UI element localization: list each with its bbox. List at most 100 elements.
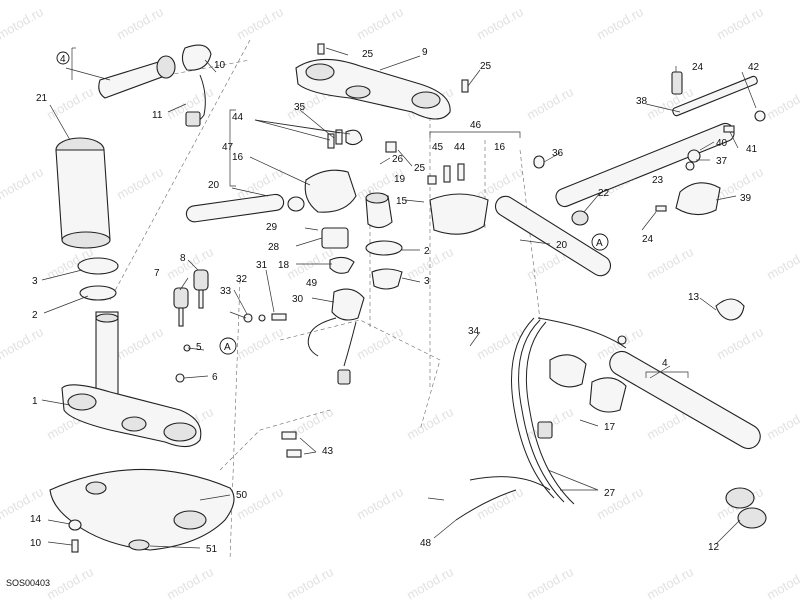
watermark-text: motod.ru [44,84,96,123]
watermark-text: motod.ru [354,324,406,363]
callout-45: 45 [432,142,444,153]
watermark-text: motod.ru [164,564,216,600]
assembly-guides [109,39,541,561]
watermark-text: motod.ru [284,564,336,600]
callout-10: 10 [30,538,42,549]
steering-damper [533,71,766,226]
callout-4-circled: 4 [60,54,66,65]
callout-35: 35 [294,102,306,113]
watermark-text: motod.ru [714,4,766,43]
callout-circle [56,51,70,65]
throttle-assembly [455,317,767,529]
watermark-text: motod.ru [114,324,166,363]
callout-18: 18 [278,260,290,271]
callout-38: 38 [636,96,648,107]
callout-36: 36 [552,148,564,159]
watermark-text: motod.ru [764,564,800,600]
callout-16-right: 16 [494,142,506,153]
watermark-text: motod.ru [354,484,406,523]
callout-27: 27 [604,488,616,499]
ignition-keys [173,269,302,458]
callout-43: 43 [322,446,334,457]
callout-19: 19 [394,174,406,185]
callout-48: 48 [420,538,432,549]
reference-marker-a-right: A [596,238,603,249]
callout-5: 5 [196,342,202,353]
callout-12: 12 [708,542,720,553]
callout-26: 26 [392,154,404,165]
callout-42: 42 [748,62,760,73]
callout-40: 40 [716,138,728,149]
callout-46: 46 [470,120,482,131]
watermark-text: motod.ru [764,404,800,443]
callout-10-top: 10 [214,60,226,71]
lower-triple-clamp [61,384,202,448]
watermark-text: motod.ru [0,4,46,43]
callout-25-top: 25 [362,49,374,60]
callout-14: 14 [30,514,42,525]
watermark-text: motod.ru [284,244,336,283]
callout-2-mid: 2 [424,246,430,257]
callout-44-right: 44 [454,142,466,153]
watermark-text: motod.ru [524,84,576,123]
steering-tube [55,137,119,423]
watermark-text: motod.ru [404,564,456,600]
callout-3-mid: 3 [424,276,430,287]
callout-20-right: 20 [556,240,568,251]
callout-51: 51 [206,544,218,555]
callout-25-right: 25 [480,61,492,72]
callout-33: 33 [220,286,232,297]
watermark-text: motod.ru [764,84,800,123]
reference-marker-a-left: A [224,342,231,353]
callout-39: 39 [740,193,752,204]
callout-32: 32 [236,274,248,285]
callout-6: 6 [212,372,218,383]
ignition-switch [307,192,403,385]
callout-31: 31 [256,260,268,271]
left-clip-on [185,129,397,223]
callout-22: 22 [598,188,610,199]
watermark-text: motod.ru [474,4,526,43]
callout-37: 37 [716,156,728,167]
callout-20-left: 20 [208,180,220,191]
callout-25-mid: 25 [414,163,426,174]
callout-1: 1 [32,396,38,407]
callout-41: 41 [746,144,758,155]
callout-47: 47 [222,142,234,153]
callout-13: 13 [688,292,700,303]
watermark-text: motod.ru [234,4,286,43]
callout-23: 23 [652,175,664,186]
callout-17: 17 [604,422,616,433]
reference-marker-circle [219,337,237,355]
watermark-text: motod.ru [644,564,696,600]
watermark-text: motod.ru [644,244,696,283]
watermark-text: motod.ru [354,4,406,43]
callout-9: 9 [422,47,428,58]
watermark-text: motod.ru [0,164,46,203]
callout-7: 7 [154,268,160,279]
watermark-text: motod.ru [0,324,46,363]
callout-50: 50 [236,490,248,501]
watermark-text: motod.ru [234,324,286,363]
drawing-code: SOS00403 [6,578,51,588]
callout-16-left: 16 [232,152,244,163]
watermark-text: motod.ru [474,484,526,523]
callout-49: 49 [306,278,318,289]
callout-34: 34 [468,326,480,337]
watermark-text: motod.ru [114,164,166,203]
callout-24-top: 24 [692,62,704,73]
callout-4: 4 [662,358,668,369]
callout-28: 28 [268,242,280,253]
watermark-text: motod.ru [594,484,646,523]
upper-triple-clamp [295,43,469,120]
watermark-text: motod.ru [764,244,800,283]
leader-lines [41,47,757,549]
callout-11: 11 [152,110,163,121]
callout-2: 2 [32,310,38,321]
watermark-text: motod.ru [44,564,96,600]
callout-24-bottom: 24 [642,234,654,245]
watermark-text: motod.ru [114,4,166,43]
watermark-text: motod.ru [474,164,526,203]
